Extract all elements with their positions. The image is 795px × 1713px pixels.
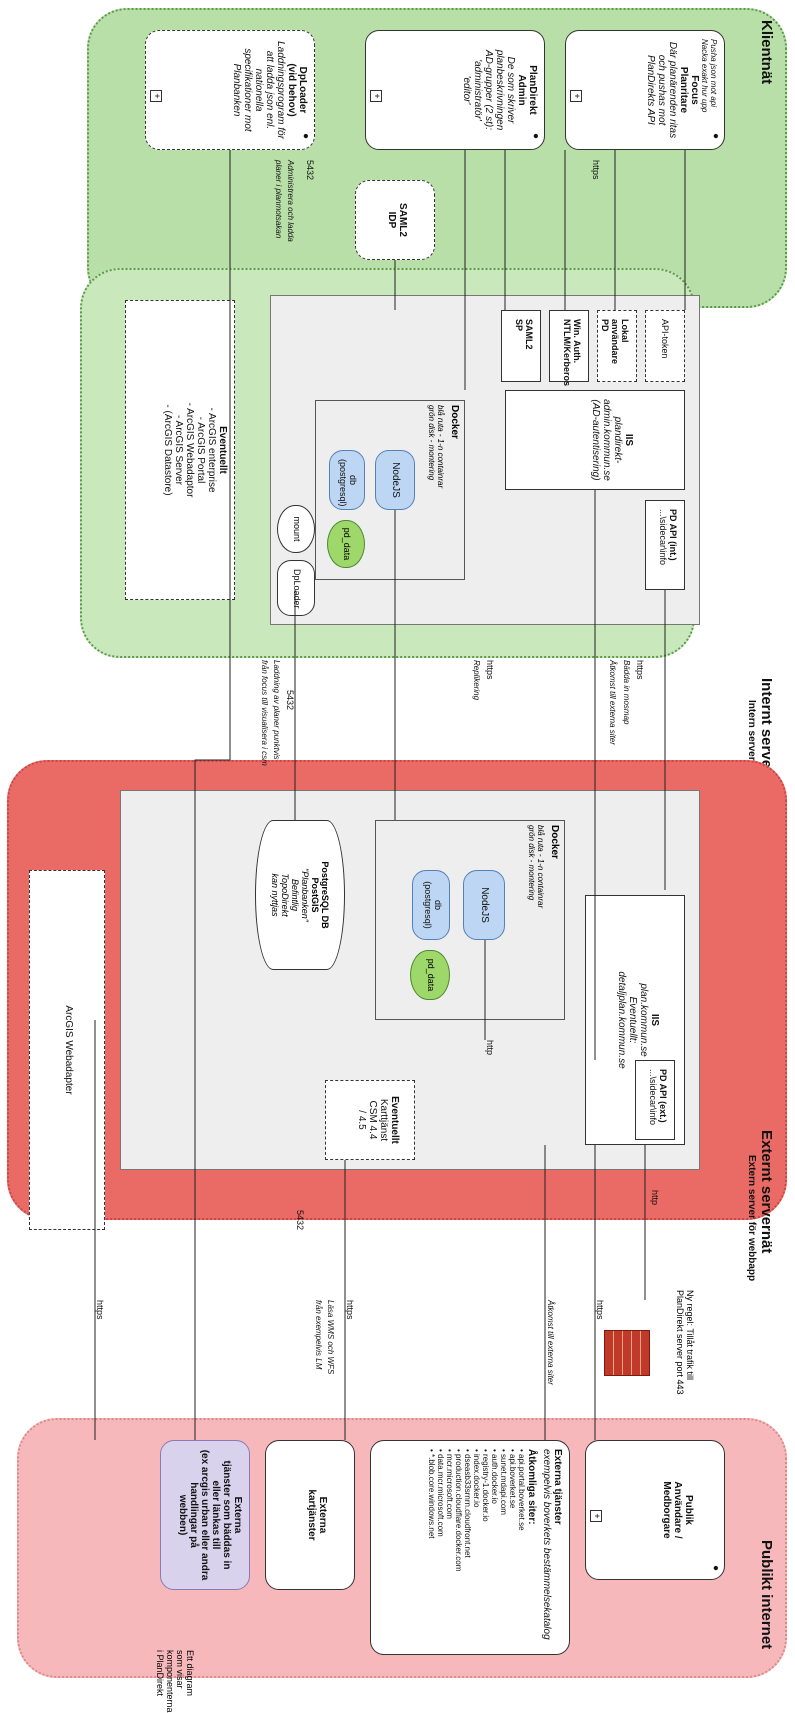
https-label: https — [485, 660, 495, 680]
lasa-wms-1: Läsa WMS och WFS — [326, 1300, 335, 1375]
laddning-note-2: från focus till visualisera i csm — [260, 660, 269, 766]
bada-note: Bädda in mosmap — [622, 660, 631, 725]
admin-note-2: planer i planmotsakan — [274, 160, 283, 239]
port-5432-label: 5432 — [295, 1210, 305, 1231]
http-label: http — [650, 1190, 660, 1206]
port-5432-label: 5432 — [305, 160, 315, 181]
replikering-note: Replikering — [472, 660, 481, 701]
atkomst-ext-note: Åtkomst till externa siter — [546, 1300, 555, 1385]
admin-note-1: Administrera och ladda — [286, 160, 295, 242]
http-label: http — [485, 1040, 495, 1056]
https-label: https — [591, 160, 601, 180]
port-5432-label: 5432 — [285, 690, 295, 711]
https-label: https — [595, 1300, 605, 1320]
https-label: https — [95, 1300, 105, 1320]
lasa-wms-2: från exempelvis LM — [314, 1300, 323, 1370]
https-label: https — [345, 1300, 355, 1320]
https-label: https — [635, 660, 645, 680]
laddning-note-1: Laddning av planer punktvis — [272, 660, 281, 760]
atkomst-webb-note: Åtkomst till externa siter — [608, 660, 617, 745]
footer-text: Ett diagram som visar komponenterna i Pl… — [155, 1650, 195, 1713]
